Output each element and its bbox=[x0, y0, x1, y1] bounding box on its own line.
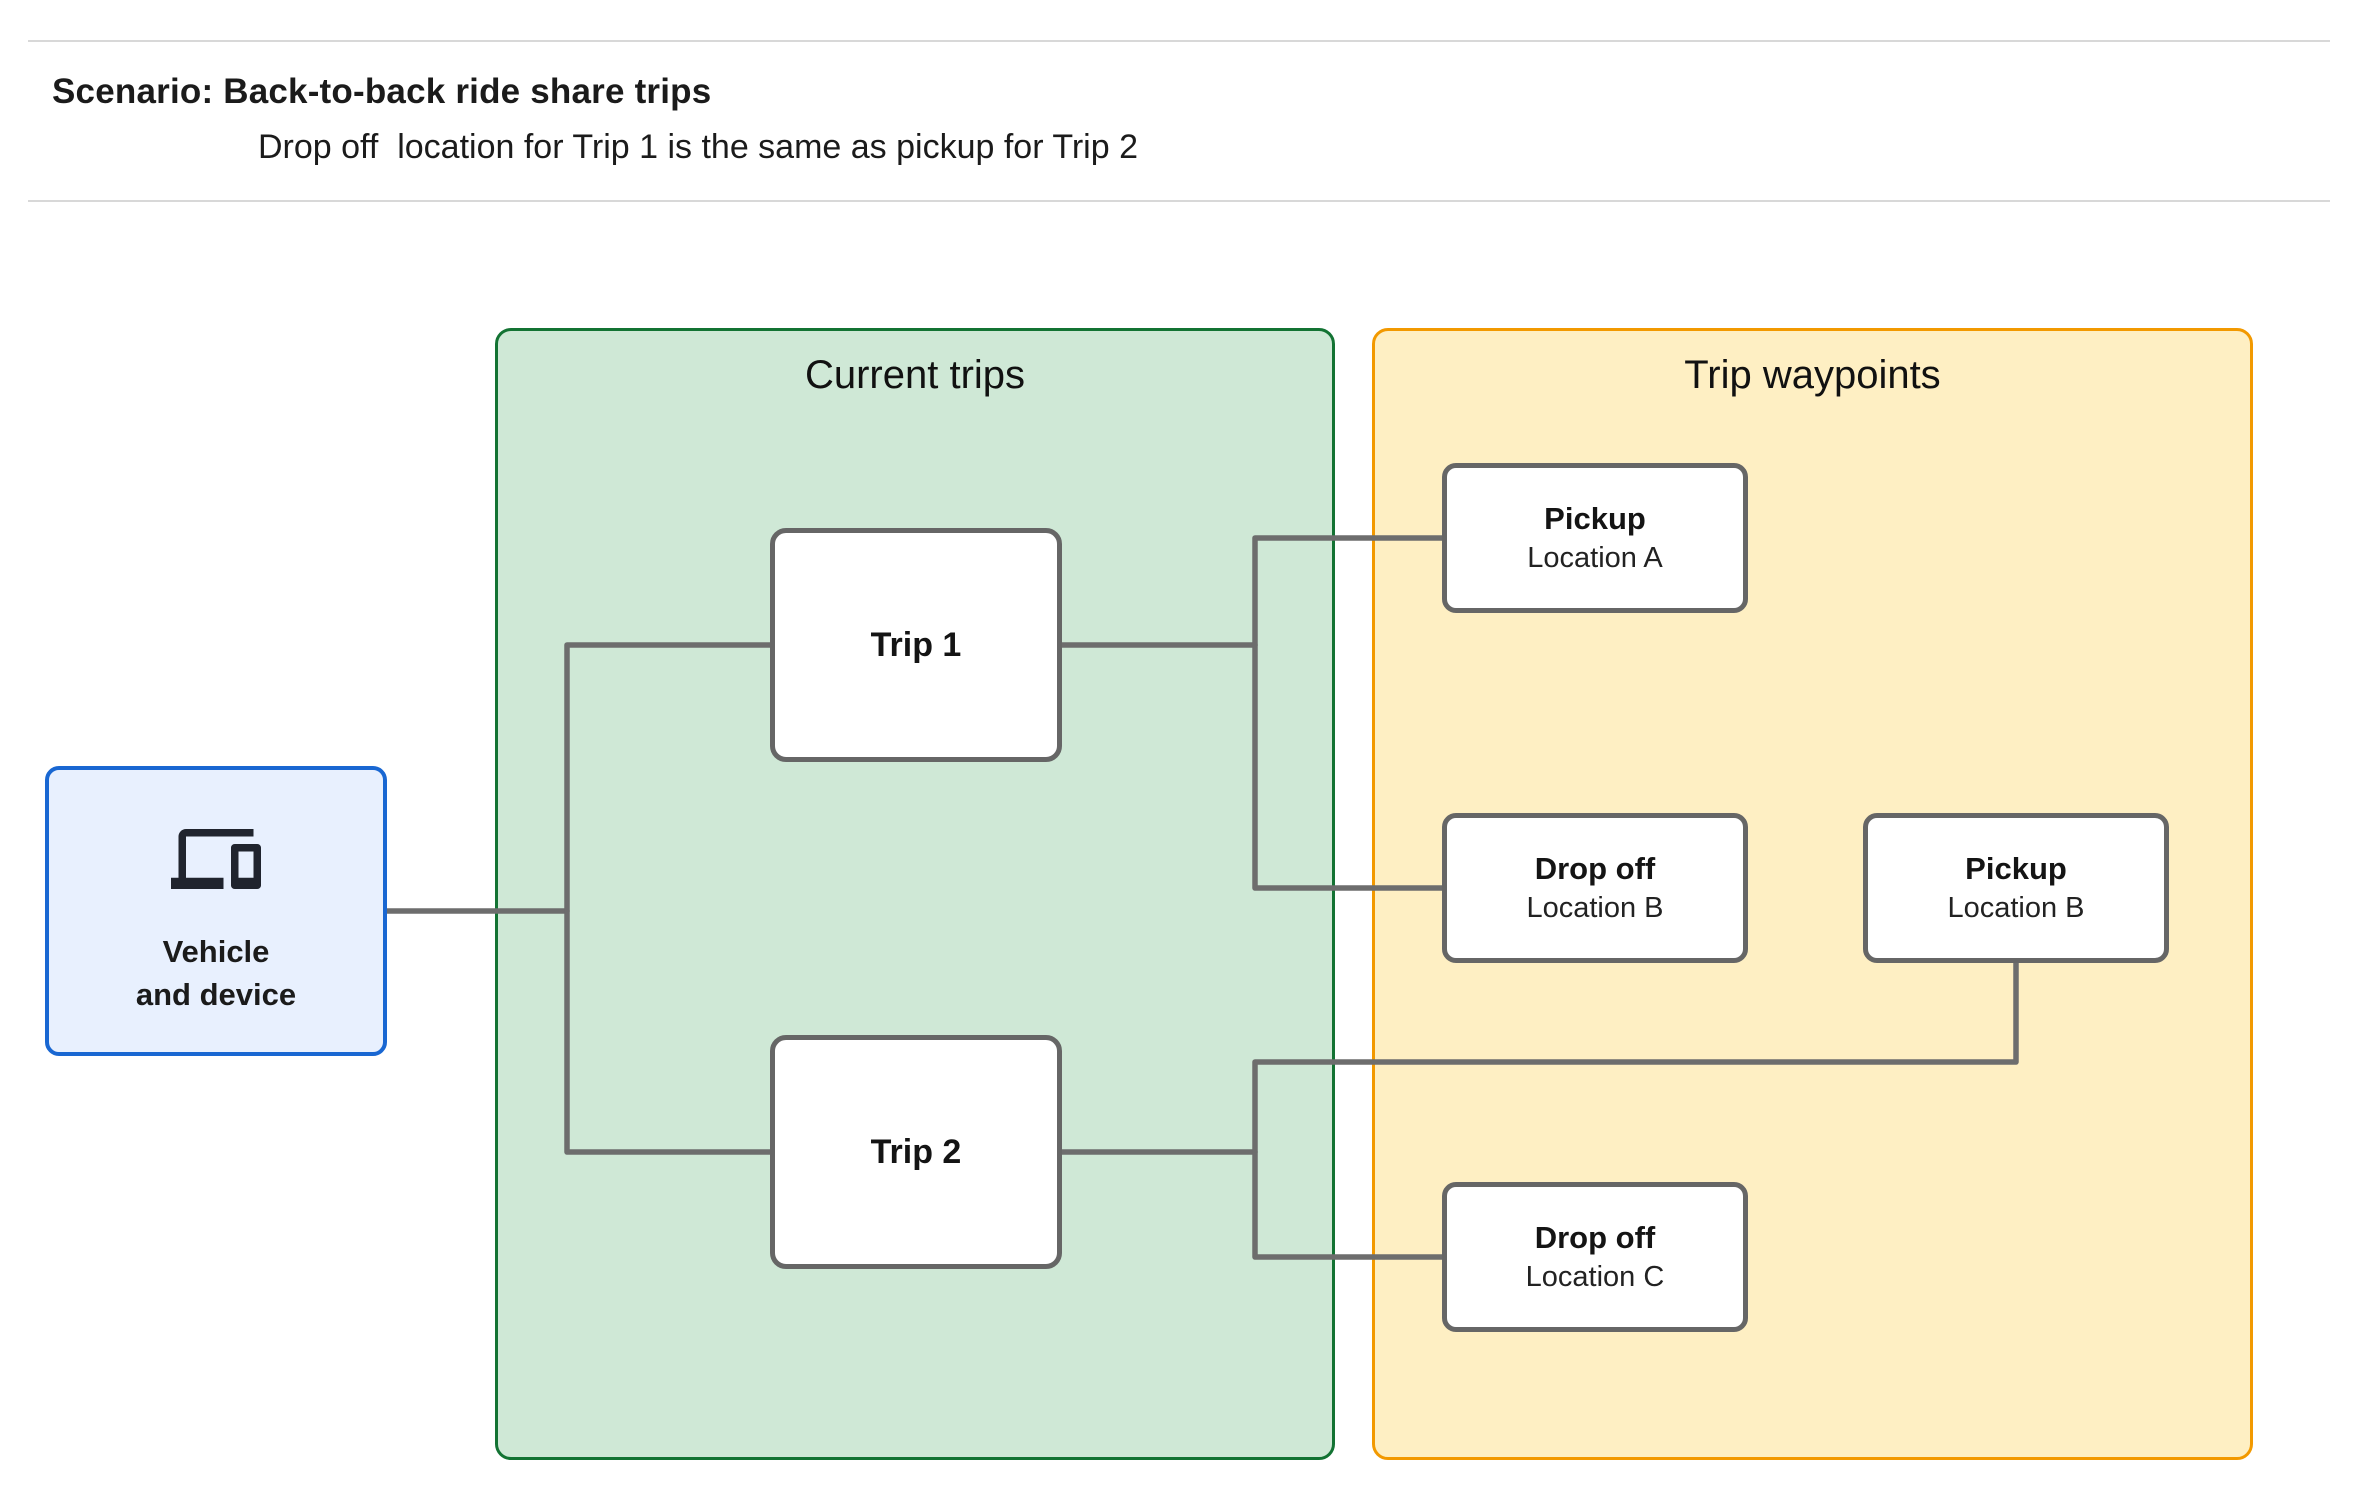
waypoint-type: Drop off bbox=[1534, 851, 1656, 886]
vehicle-label-line2: and device bbox=[135, 977, 297, 1012]
devices-icon bbox=[171, 829, 261, 889]
vehicle-node: Vehicle and device bbox=[45, 766, 387, 1056]
trip-2-label: Trip 2 bbox=[870, 1132, 962, 1171]
page-subtitle: Drop off location for Trip 1 is the same… bbox=[258, 128, 1138, 166]
waypoint-dropoff-location-b: Drop off Location B bbox=[1442, 813, 1748, 963]
vehicle-label-line1: Vehicle bbox=[162, 934, 270, 969]
waypoint-dropoff-location-c: Drop off Location C bbox=[1442, 1182, 1748, 1332]
waypoint-location: Location B bbox=[1526, 892, 1664, 924]
divider-bottom bbox=[28, 200, 2330, 202]
trip-2-node: Trip 2 bbox=[770, 1035, 1062, 1269]
waypoint-location: Location C bbox=[1525, 1261, 1665, 1293]
waypoint-pickup-location-b: Pickup Location B bbox=[1863, 813, 2169, 963]
trip-1-label: Trip 1 bbox=[870, 625, 962, 664]
waypoint-pickup-location-a: Pickup Location A bbox=[1442, 463, 1748, 613]
waypoint-location: Location A bbox=[1527, 542, 1663, 574]
current-trips-title: Current trips bbox=[804, 353, 1026, 397]
vehicle-label: Vehicle and device bbox=[136, 930, 296, 1016]
waypoint-type: Pickup bbox=[1965, 851, 2067, 886]
page-title: Scenario: Back-to-back ride share trips bbox=[52, 72, 712, 111]
waypoint-location: Location B bbox=[1947, 892, 2085, 924]
trip-waypoints-title: Trip waypoints bbox=[1684, 353, 1941, 397]
waypoint-type: Drop off bbox=[1534, 1220, 1656, 1255]
divider-top bbox=[28, 40, 2330, 42]
trip-1-node: Trip 1 bbox=[770, 528, 1062, 762]
current-trips-group: Current trips bbox=[495, 328, 1335, 1460]
waypoint-type: Pickup bbox=[1544, 501, 1646, 536]
